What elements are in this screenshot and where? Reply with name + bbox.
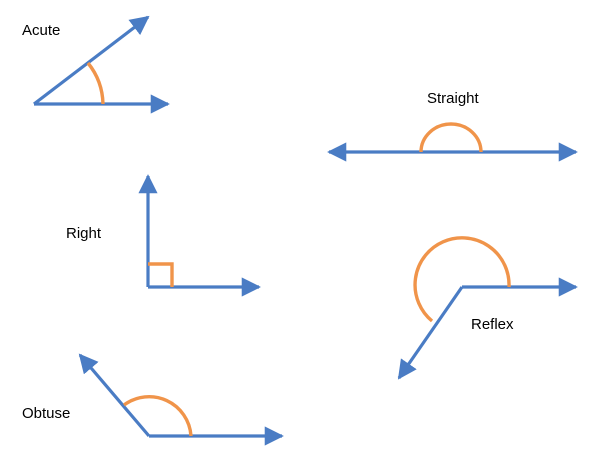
right-angle-square: [148, 262, 174, 287]
reflex-angle: Reflex: [397, 236, 578, 380]
acute-angle: Acute: [22, 15, 170, 114]
obtuse-angle-arc: [122, 394, 193, 437]
reflex-angle-arc: [413, 236, 511, 323]
acute-angle-arc: [86, 61, 105, 105]
straight-angle: Straight: [327, 90, 578, 162]
obtuse-label: Obtuse: [22, 405, 70, 422]
right-label: Right: [66, 225, 102, 242]
obtuse-angle: Obtuse: [22, 353, 284, 446]
reflex-label: Reflex: [471, 316, 514, 333]
acute-label: Acute: [22, 22, 60, 39]
reflex-ray-diagonal: [397, 286, 464, 380]
acute-ray-diagonal: [33, 15, 150, 106]
straight-label: Straight: [427, 90, 480, 107]
right-angle: Right: [66, 174, 261, 297]
straight-angle-arc: [419, 122, 483, 153]
obtuse-ray-diagonal: [78, 353, 151, 438]
